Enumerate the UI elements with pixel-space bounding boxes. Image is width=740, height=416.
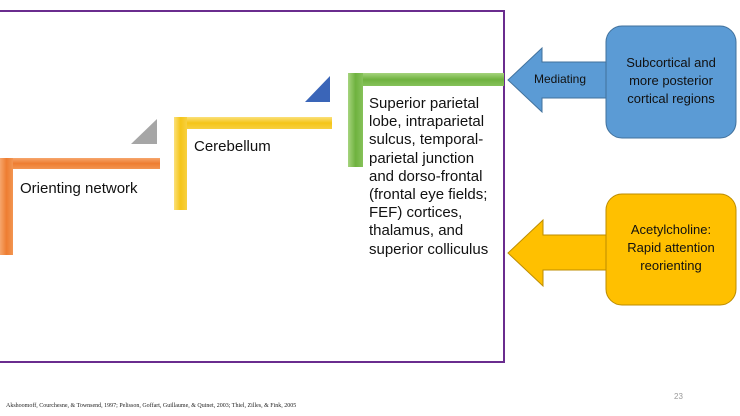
step-green xyxy=(348,73,504,167)
step-label-line: lobe, intraparietal xyxy=(369,113,485,131)
step-label-cortical-regions: Superior parietal lobe, intraparietal su… xyxy=(369,95,488,259)
step-label-line: FEF) cortices, xyxy=(369,204,463,222)
page-number: 23 xyxy=(674,392,683,401)
step-orange xyxy=(0,158,160,255)
step-label-line: superior colliculus xyxy=(369,240,489,258)
acetylcholine-arrow xyxy=(507,218,608,288)
acetylcholine-line-1: Acetylcholine: xyxy=(630,222,712,237)
step-label-line: and dorso-frontal xyxy=(369,167,483,185)
step-label-line: (frontal eye fields; xyxy=(369,186,488,204)
subcortical-line-2: more posterior xyxy=(629,73,713,88)
subcortical-box-text: Subcortical and more posterior cortical … xyxy=(606,54,736,108)
step-label-line: sulcus, temporal- xyxy=(369,131,484,149)
step-label-line: thalamus, and xyxy=(369,222,464,240)
acetylcholine-line-3: reorienting xyxy=(640,258,702,273)
subcortical-line-3: cortical regions xyxy=(627,91,715,106)
step-label-line: parietal junction xyxy=(369,149,475,167)
subcortical-line-1: Subcortical and xyxy=(626,55,716,70)
acetylcholine-box-text: Acetylcholine: Rapid attention reorienti… xyxy=(606,221,736,275)
step-label-cerebellum: Cerebellum xyxy=(194,138,271,155)
mediating-label: Mediating xyxy=(534,72,587,86)
step-label-line: Superior parietal xyxy=(369,95,480,112)
subcortical-box-shape xyxy=(605,25,737,139)
content-frame xyxy=(0,10,505,363)
citation-text: Akshoomoff, Courchesne, & Townsend, 1997… xyxy=(6,403,297,409)
gray-corner-triangle xyxy=(131,119,157,144)
step-label-orienting-network: Orienting network xyxy=(20,180,138,197)
step-yellow xyxy=(174,117,332,210)
acetylcholine-line-2: Rapid attention xyxy=(627,240,715,255)
blue-corner-triangle xyxy=(305,76,330,102)
acetylcholine-box-shape xyxy=(605,193,737,306)
